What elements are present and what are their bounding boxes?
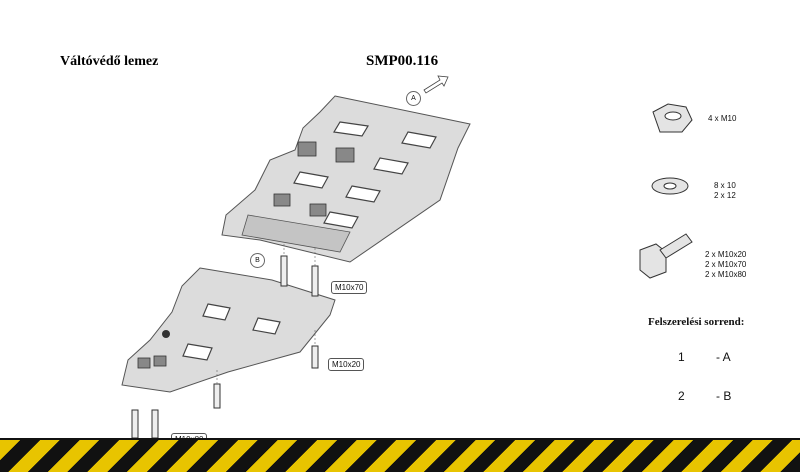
nut-quantity: 4 x M10 — [708, 114, 737, 123]
plate-b-cutouts — [182, 303, 281, 361]
part-code: SMP00.116 — [366, 53, 439, 69]
bolt-quantity-1: 2 x M10x20 — [705, 250, 747, 259]
washer-icon — [651, 177, 689, 195]
hazard-stripe — [0, 440, 800, 472]
step-label: - B — [716, 389, 732, 403]
washer-quantity-1: 8 x 10 — [714, 181, 736, 190]
hazard-stripe-border — [0, 438, 800, 440]
bolt-m10x70-callout: M10x70 — [331, 281, 368, 294]
bolt-m10x20-callout: M10x20 — [328, 358, 365, 371]
assembly-order-title: Felszerelési sorrend: — [648, 316, 745, 328]
plate-b-brackets — [137, 355, 167, 369]
plate-a-cutouts — [293, 121, 437, 229]
direction-arrow-icon — [423, 75, 449, 94]
nut-icon — [652, 103, 693, 133]
plate-a — [221, 95, 471, 263]
plate-a-brackets — [273, 141, 355, 217]
bolt-icon — [639, 233, 693, 279]
washer-quantity-2: 2 x 12 — [714, 191, 736, 200]
document-title: Váltóvédő lemez — [60, 54, 159, 69]
plate-b — [121, 267, 336, 393]
bolt-quantity-3: 2 x M10x80 — [705, 270, 747, 279]
plate-a-callout: A — [406, 91, 421, 106]
leader-lines — [216, 244, 316, 384]
bolt-quantity-2: 2 x M10x70 — [705, 260, 747, 269]
plate-b-hole — [162, 330, 170, 338]
step-number: 1 — [678, 350, 685, 364]
plate-a-rail — [241, 214, 351, 253]
step-label: - A — [716, 350, 731, 364]
plate-b-callout: B — [250, 253, 265, 268]
step-number: 2 — [678, 389, 685, 403]
bolts — [131, 255, 319, 439]
